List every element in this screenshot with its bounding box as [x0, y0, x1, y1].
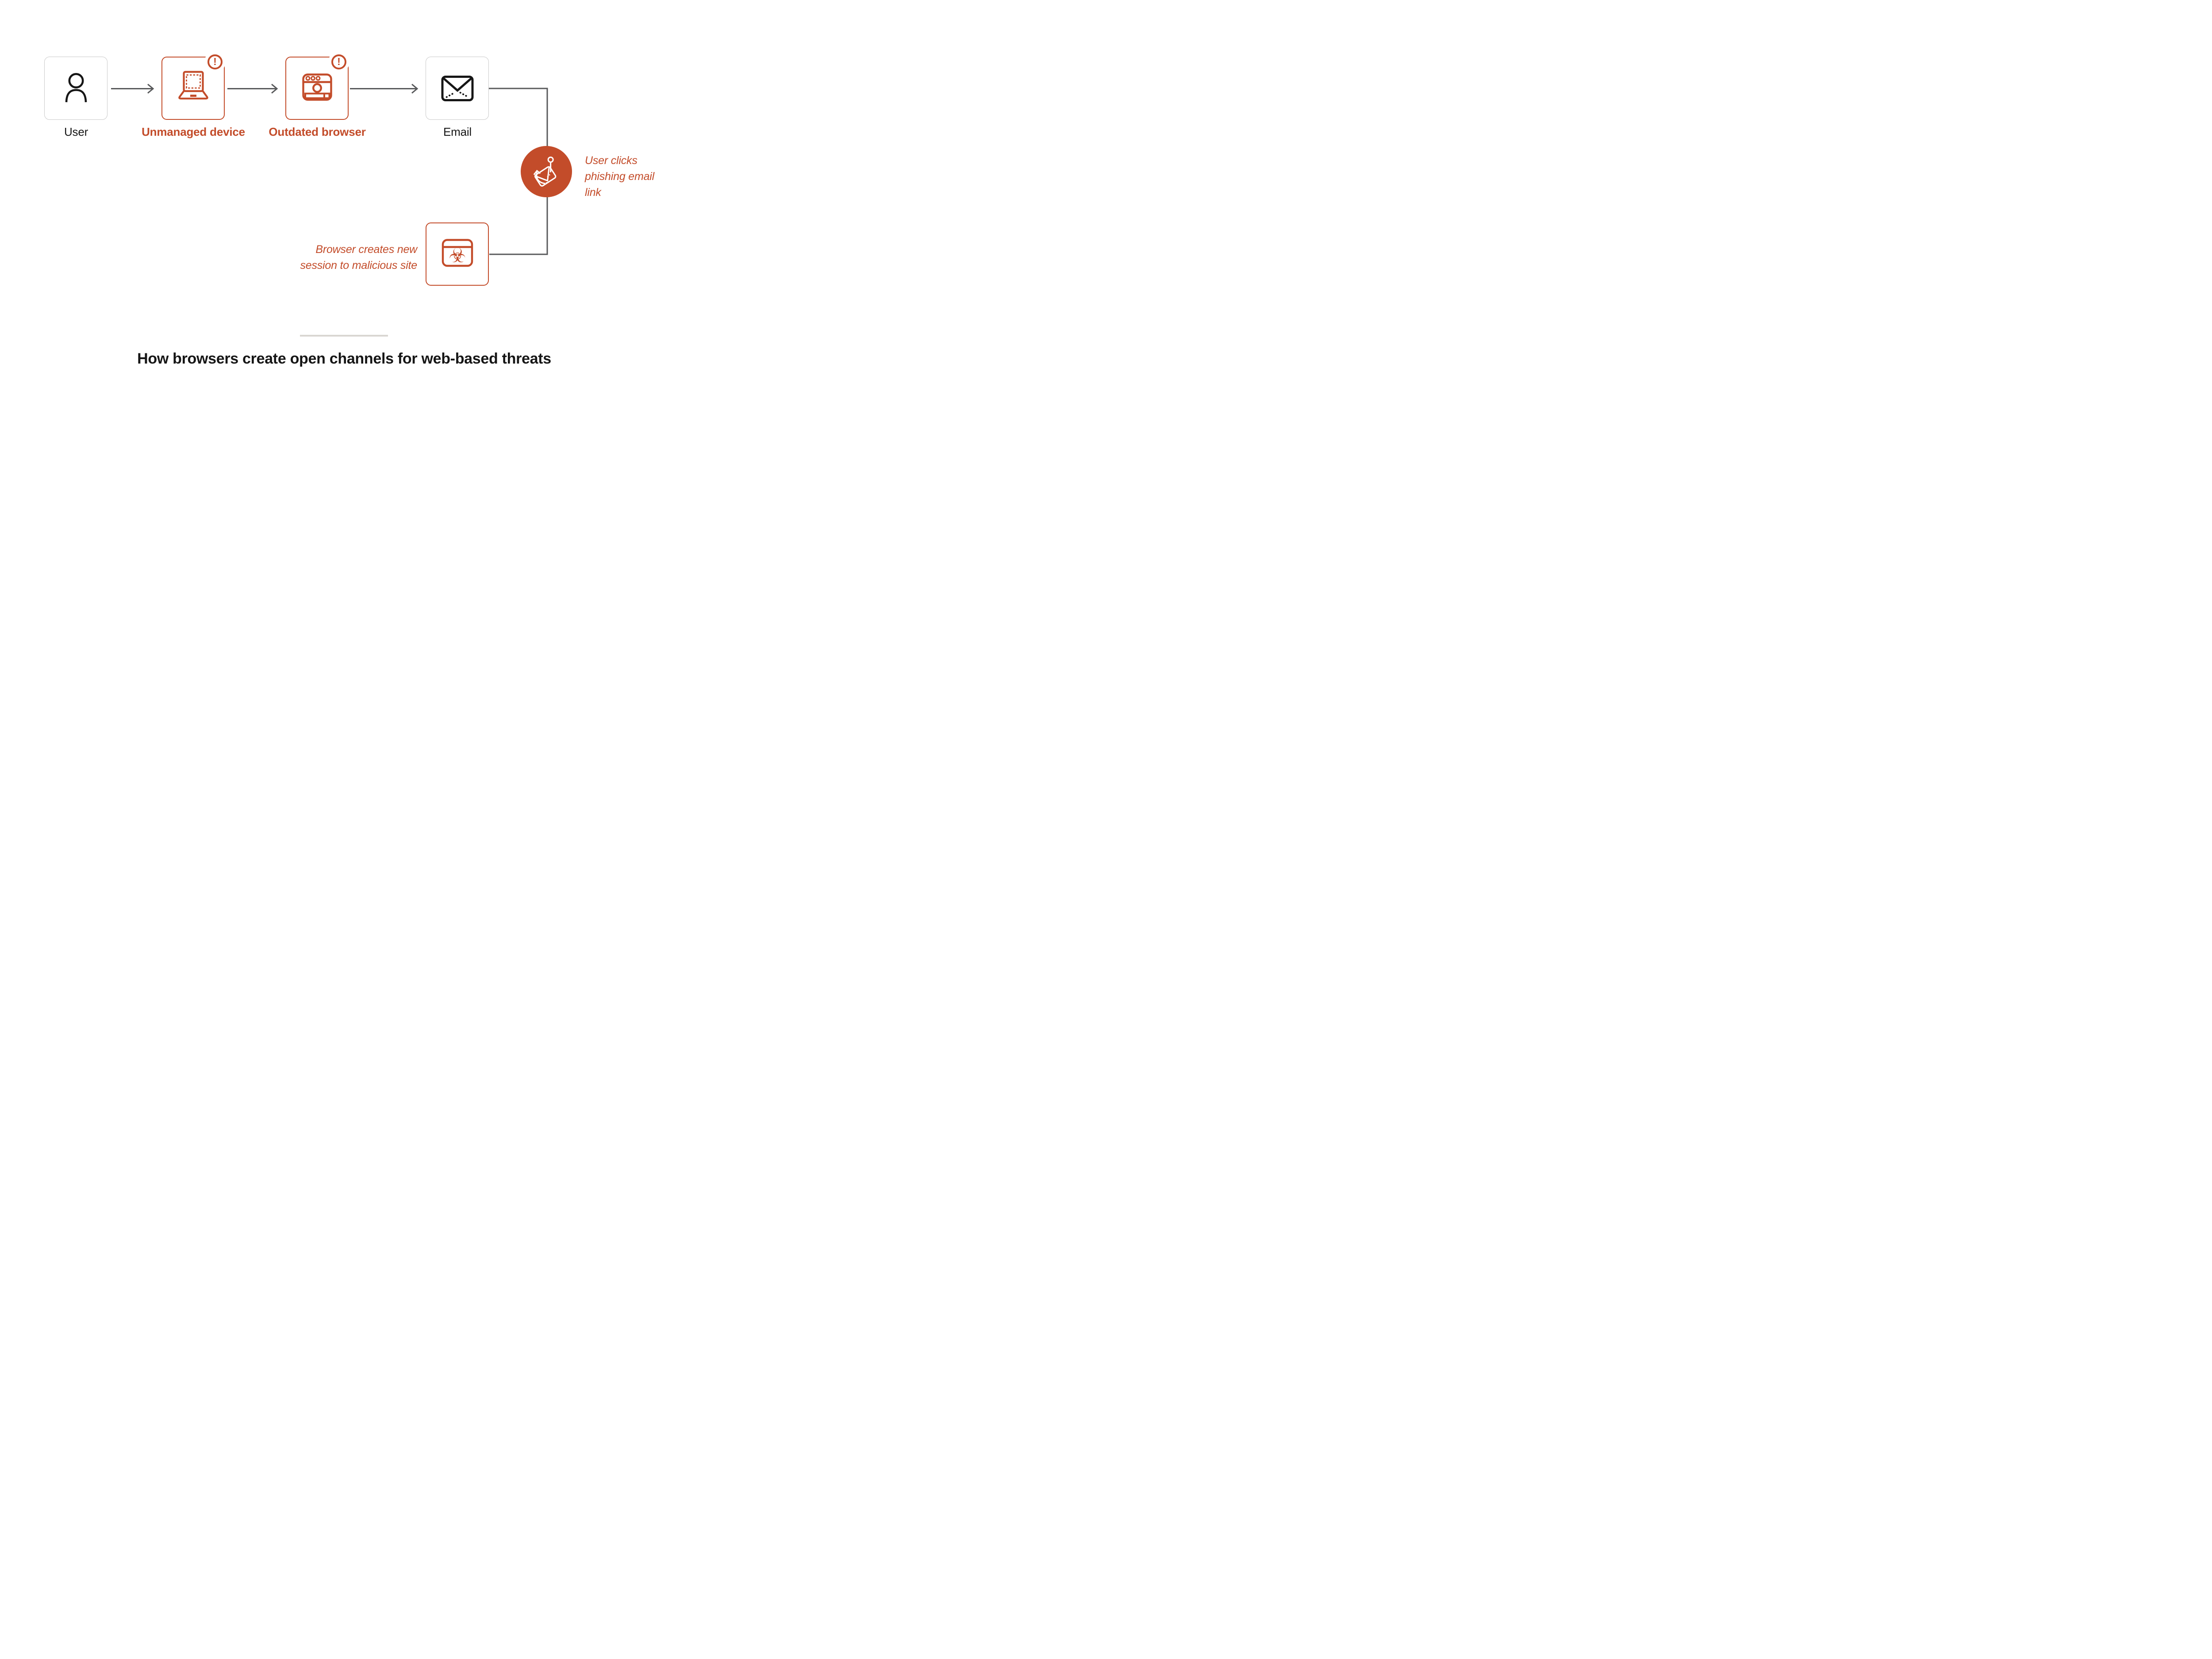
browser-window-icon	[302, 73, 332, 101]
user-icon	[65, 73, 87, 102]
node-malicious-site: ☣	[426, 222, 489, 286]
malicious-step-label: Browser creates new session to malicious…	[300, 243, 417, 272]
alert-badge: !	[331, 54, 346, 69]
arrow-right-icon	[350, 84, 419, 94]
envelope-icon	[441, 75, 473, 101]
node-unmanaged-device: !	[161, 54, 225, 120]
alert-badge: !	[207, 54, 223, 69]
node-email	[426, 57, 489, 120]
node-user-label: User	[64, 125, 88, 138]
diagram-caption: How browsers create open channels for we…	[137, 350, 551, 367]
arrow-right-icon	[111, 84, 154, 94]
diagram-canvas: User ! Unmanaged device !	[0, 0, 688, 387]
arrow-right-icon	[227, 84, 278, 94]
node-email-label: Email	[443, 125, 472, 138]
alert-exclamation: !	[213, 55, 217, 67]
node-outdated-browser-label: Outdated browser	[269, 125, 366, 138]
node-outdated-browser: !	[285, 54, 349, 120]
node-user	[44, 57, 108, 120]
node-unmanaged-device-label: Unmanaged device	[142, 125, 245, 138]
phishing-hook-envelope-icon	[533, 156, 557, 187]
laptop-icon	[178, 70, 208, 100]
caption-divider	[300, 335, 388, 337]
malicious-site-icon: ☣	[442, 238, 473, 267]
biohazard-glyph: ☣	[449, 245, 466, 267]
phishing-step-circle	[521, 146, 572, 197]
alert-exclamation: !	[337, 55, 341, 67]
phishing-step-label: User clicks phishing email link	[585, 154, 655, 199]
